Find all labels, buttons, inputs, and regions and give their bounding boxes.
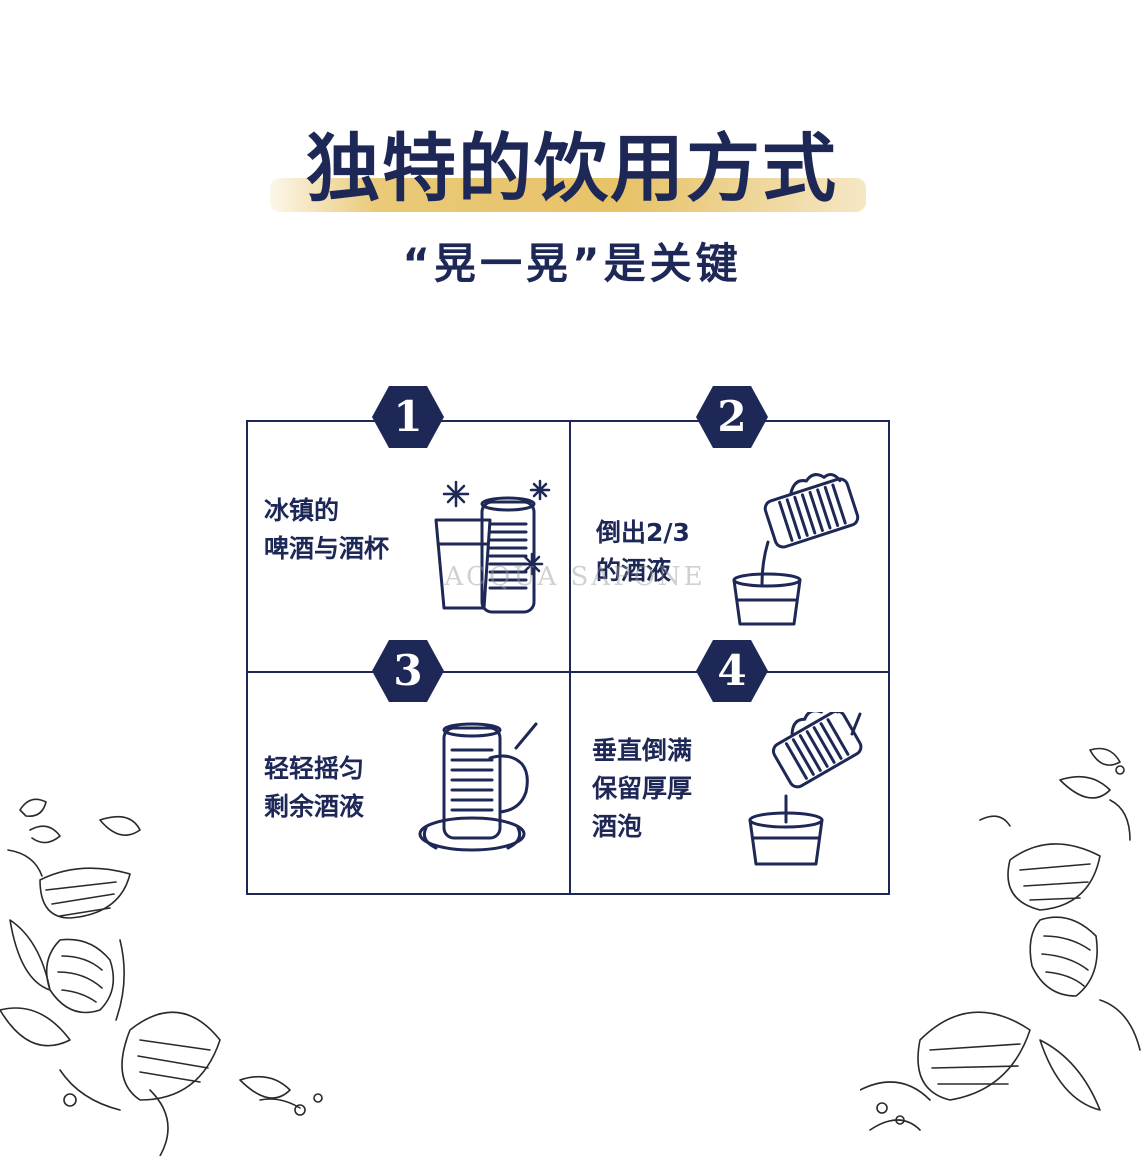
- watermark: ACQUA SAPONE: [444, 562, 706, 592]
- step-1-text: 冰镇的 啤酒与酒杯: [264, 496, 390, 563]
- step-2-badge: 2: [694, 384, 770, 450]
- page-subtitle: “晃一晃”是关键: [402, 239, 742, 288]
- steps-grid: 冰镇的 啤酒与酒杯 倒出2/3 的酒液 轻轻摇匀 剩余酒液 垂直倒满 保留厚厚 …: [246, 420, 890, 895]
- hops-botanical-left-icon: [0, 798, 323, 1156]
- hexagon-icon: [372, 386, 444, 448]
- step-1-badge: 1: [370, 384, 446, 450]
- pouring-can-icon: [732, 473, 860, 626]
- hexagon-icon: [696, 386, 768, 448]
- step-3-number: 3: [393, 646, 423, 695]
- grid-divider-horizontal: [248, 671, 888, 673]
- swirling-can-icon: [418, 722, 538, 852]
- hops-botanical-right-icon: [860, 747, 1141, 1131]
- grid-divider-vertical: [569, 422, 571, 893]
- step-2-text: 倒出2/3 的酒液: [596, 518, 690, 585]
- vertical-pour-icon: [748, 712, 863, 866]
- step-2-number: 2: [717, 392, 747, 441]
- chilled-can-and-glass-icon: [434, 479, 551, 614]
- step-3-text: 轻轻摇匀 剩余酒液: [264, 754, 365, 821]
- step-4-number: 4: [717, 646, 747, 695]
- page-title: 独特的饮用方式: [306, 126, 838, 212]
- step-4-text: 垂直倒满 保留厚厚 酒泡: [592, 736, 693, 841]
- step-1-number: 1: [393, 392, 423, 441]
- step-3-badge: 3: [370, 638, 446, 704]
- title-highlight-bar: [270, 178, 866, 212]
- step-4-badge: 4: [694, 638, 770, 704]
- hexagon-icon: [372, 640, 444, 702]
- hexagon-icon: [696, 640, 768, 702]
- title-area: 独特的饮用方式: [0, 118, 1144, 228]
